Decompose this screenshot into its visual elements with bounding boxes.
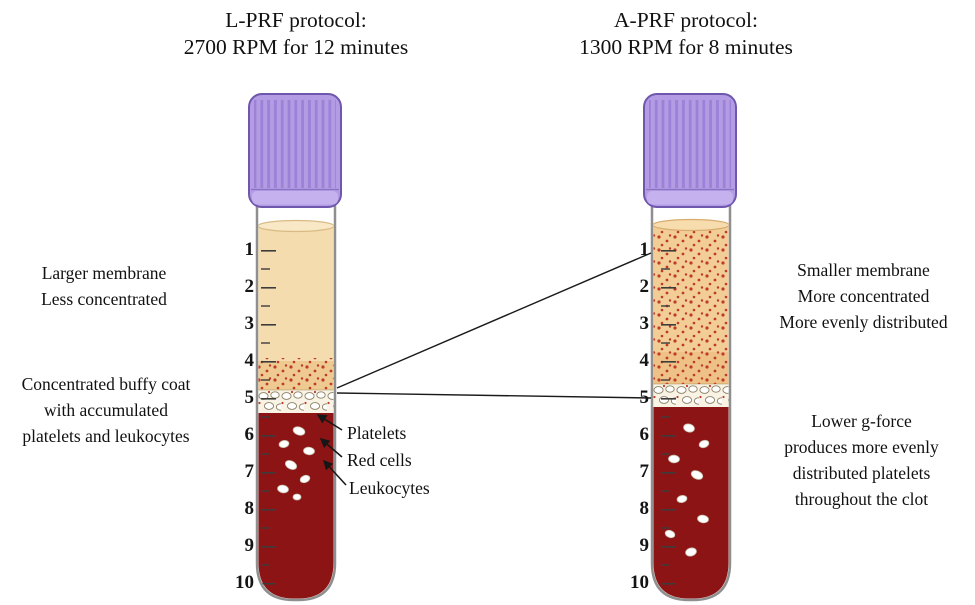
left-cap [248,93,342,208]
right-scale-label: 8 [639,498,650,519]
red-cells-arrow [319,438,343,458]
note-line: More concentrated [797,286,930,306]
left-scale-label: 2 [244,276,255,297]
right-protocol-name: A-PRF protocol: [614,8,758,32]
left-scale-label: 5 [244,387,255,408]
left-protocol-title: L-PRF protocol: 2700 RPM for 12 minutes [146,7,446,61]
right-cap-band [647,191,733,205]
left-buffy-note: Concentrated buffy coat with accumulated… [0,371,212,449]
right-cap-ridges [649,100,731,188]
left-scale-label: 1 [244,239,255,260]
left-scale-label: 10 [235,572,254,593]
note-line: platelets and leukocytes [22,426,190,446]
left-scale-label: 8 [244,498,255,519]
left-protocol-name: L-PRF protocol: [225,8,367,32]
left-scale-label: 7 [244,461,255,482]
right-protocol-title: A-PRF protocol: 1300 RPM for 8 minutes [536,7,836,61]
left-membrane-note: Larger membrane Less concentrated [2,260,206,312]
right-tube [643,93,737,602]
right-gforce-note: Lower g-force produces more evenly distr… [752,408,971,512]
right-protocol-settings: 1300 RPM for 8 minutes [579,35,793,59]
right-scale-label: 2 [639,276,650,297]
right-tube-outline [650,205,732,602]
right-scale-label: 5 [639,387,650,408]
right-scale-label: 9 [639,535,650,556]
note-line: distributed platelets [792,463,931,483]
note-line: throughout the clot [794,489,929,509]
note-line: Lower g-force [811,411,912,431]
right-tube-scale: 1 2 3 4 5 6 7 8 9 10 [591,0,651,605]
left-leukocyte-blobs [277,426,315,501]
note-line: produces more evenly [784,437,939,457]
right-cap [643,93,737,208]
left-plasma-surface [258,219,334,233]
left-cap-ridges [254,100,336,188]
left-scale-label: 3 [244,313,255,334]
note-line: Larger membrane [41,263,167,283]
right-tick-marks [661,249,676,585]
right-scale-label: 3 [639,313,650,334]
right-scale-label: 4 [639,350,650,371]
left-tube-scale: 1 2 3 4 5 6 7 8 9 10 [196,0,256,605]
upper-connector-line [336,252,652,389]
left-scale-label: 4 [244,350,255,371]
left-protocol-settings: 2700 RPM for 12 minutes [183,35,409,59]
left-scale-label: 6 [244,424,255,445]
right-scale-label: 10 [630,572,649,593]
note-line: Smaller membrane [797,260,930,280]
left-buffy-cells [258,390,334,413]
left-tick-marks [261,249,276,585]
component-arrows [316,414,347,486]
right-scale-label: 6 [639,424,650,445]
note-line: Concentrated buffy coat [21,374,191,394]
left-tube-outline [255,205,337,602]
note-line: Less concentrated [41,289,167,309]
left-tube [248,93,342,602]
platelets-arrow [316,414,343,431]
leukocytes-arrow [323,459,347,486]
right-scale-label: 1 [639,239,650,260]
note-line: with accumulated [44,400,168,420]
right-membrane-note: Smaller membrane More concentrated More … [754,257,973,335]
left-scale-label: 9 [244,535,255,556]
right-plasma-surface [653,218,729,232]
platelets-label: Platelets [347,423,407,443]
note-line: More evenly distributed [779,312,948,332]
right-scale-label: 7 [639,461,650,482]
lower-connector-line [336,392,652,399]
connector-lines [336,252,652,399]
red-cells-label: Red cells [347,450,412,470]
left-cap-band [252,191,338,205]
leukocytes-label: Leukocytes [349,478,430,498]
